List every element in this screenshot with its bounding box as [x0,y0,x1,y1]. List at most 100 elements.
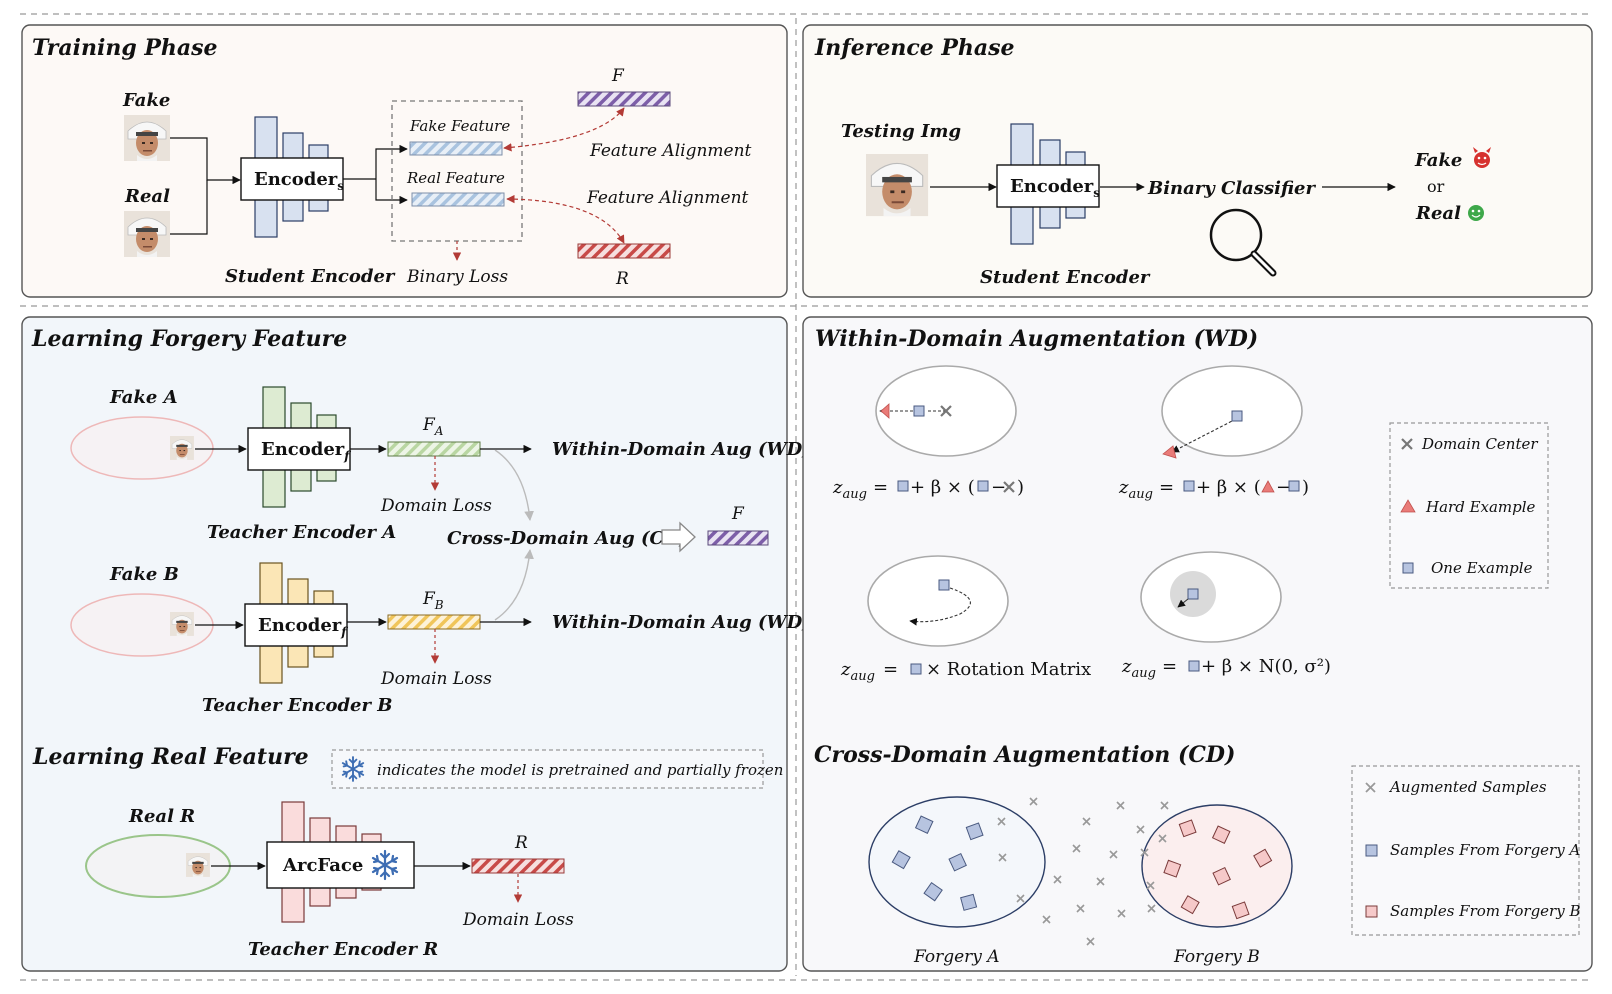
devil-icon [1473,147,1491,168]
fake-to-encoder-arrow [170,137,241,185]
svg-text:zaug=: zaug= [832,477,888,502]
f-target-label: F [611,66,625,86]
inference-student-caption: Student Encoder [980,267,1151,288]
fa-label: FA [422,415,444,438]
fake-a-label: Fake A [109,387,178,408]
encoder-f-b-label: Encoderf [258,615,348,639]
wd-equation-1: zaug= + β × ( − ) [832,477,1024,502]
output-real-label: Real [1415,203,1461,224]
cd-f-label: F [731,504,745,524]
wd-aug-label-a: Within-Domain Aug (WD) [552,439,811,460]
student-encoder-caption: Student Encoder [225,266,396,287]
forgery-b-ellipse [1141,804,1293,928]
fa-feature-bar [387,441,481,457]
legend-samples-b: Samples From Forgery B [1390,902,1581,920]
legend-hard-example: Hard Example [1425,498,1536,516]
teacher-r-caption: Teacher Encoder R [248,939,438,960]
alignment-top-label: Feature Alignment [589,141,752,161]
svg-text:zaug=: zaug= [1121,656,1177,681]
inference-panel: Inference Phase Testing Img Encoders Stu… [802,24,1593,298]
inference-student-encoder: Encoders [996,123,1100,245]
cd-aug-label: Cross-Domain Aug (CD) [447,528,688,549]
wd2-one-example-marker [1231,410,1243,422]
wd-aug-label-b: Within-Domain Aug (WD) [552,612,811,633]
fake-feature-bar [409,141,503,156]
teacher-encoder-b: Encoderf [244,562,348,684]
training-panel: Training Phase Fake Real Encoders Studen… [21,24,788,298]
real-feature-title: Learning Real Feature [32,744,309,770]
testing-face-image [865,153,929,217]
wd1-domain-center-marker [940,405,952,417]
teacher-encoder-a: Encoderf [247,386,351,508]
legend-augmented-icon [1365,782,1376,793]
wd-equation-2: zaug= + β × ( − ) [1118,477,1309,502]
legend-one-example-icon [1402,562,1414,574]
training-title: Training Phase [32,35,218,61]
real-alignment-arrow [506,194,625,244]
fb-label: FB [422,589,444,612]
svg-text:−: − [1276,477,1291,498]
fake-alignment-arrow [503,107,625,152]
legend-domain-center-icon [1401,438,1413,450]
wd-legend-box [1389,422,1549,589]
wd-equation-4: zaug= + β × N(0, σ²) [1121,656,1331,681]
legend-samples-a: Samples From Forgery A [1390,841,1580,859]
forgery-b-label: Forgery B [1173,947,1260,967]
fake-face-image [123,114,171,162]
r-target-label: R [615,269,629,289]
fa-to-cd-arrow [494,449,534,521]
encoder-f-a-label: Encoderf [261,439,351,463]
real-feature-label: Real Feature [406,169,505,187]
smile-icon [1468,205,1484,221]
cd-output-arrow [661,521,696,553]
real-r-label: Real R [128,806,195,827]
student-encoder-label: Encoders [254,169,344,193]
legend-hard-example-icon [1400,499,1416,513]
frozen-note-box [331,749,764,789]
real-feature-bar [411,192,505,207]
output-fake-label: Fake [1414,150,1462,171]
fb-feature-bar [387,614,481,630]
legend-domain-center: Domain Center [1421,435,1538,453]
wd-title: Within-Domain Augmentation (WD) [815,326,1258,352]
inference-title: Inference Phase [814,35,1015,61]
fake-b-face-image [169,611,195,637]
svg-text:× Rotation Matrix: × Rotation Matrix [926,659,1091,680]
arcface-label: ArcFace [282,855,363,876]
wd-equation-3: zaug= × Rotation Matrix [840,659,1091,684]
svg-text:zaug=: zaug= [840,659,898,684]
training-real-label: Real [124,186,170,207]
svg-text:): ) [1302,477,1309,498]
to-real-feature-arrow [375,179,408,205]
r-domain-loss-label: Domain Loss [462,910,574,930]
r-feature-bar [471,858,565,874]
fb-to-cd-arrow [494,549,534,621]
forgery-panel: Learning Forgery Feature Fake A Encoderf… [21,316,811,972]
fake-feature-label: Fake Feature [409,117,510,135]
svg-text:zaug=: zaug= [1118,477,1174,502]
testing-img-label: Testing Img [841,121,961,142]
cd-title: Cross-Domain Augmentation (CD) [814,742,1235,768]
wd3-one-example-marker [938,579,950,591]
teacher-a-caption: Teacher Encoder A [207,522,396,543]
teacher-b-caption: Teacher Encoder B [202,695,392,716]
augmented-samples [997,797,1169,946]
inference-encoder-label: Encoders [1010,176,1100,200]
real-r-face-image [185,852,211,878]
forgery-a-samples [891,815,984,911]
svg-text:+ β × (: + β × ( [1196,477,1261,498]
binary-loss-label: Binary Loss [406,267,508,287]
wd1-one-example-marker [913,405,925,417]
legend-forgery-b-icon [1365,905,1378,918]
forgery-title: Learning Forgery Feature [31,326,347,352]
legend-forgery-a-icon [1365,844,1378,857]
wd2-hard-example-marker [1162,445,1177,459]
legend-one-example: One Example [1431,559,1533,577]
training-fake-label: Fake [122,90,170,111]
to-fake-feature-arrow [375,144,408,179]
fake-b-label: Fake B [109,564,179,585]
fake-a-domain-ellipse [70,416,214,480]
binary-classifier-label: Binary Classifier [1147,178,1316,199]
output-or-label: or [1427,177,1445,196]
